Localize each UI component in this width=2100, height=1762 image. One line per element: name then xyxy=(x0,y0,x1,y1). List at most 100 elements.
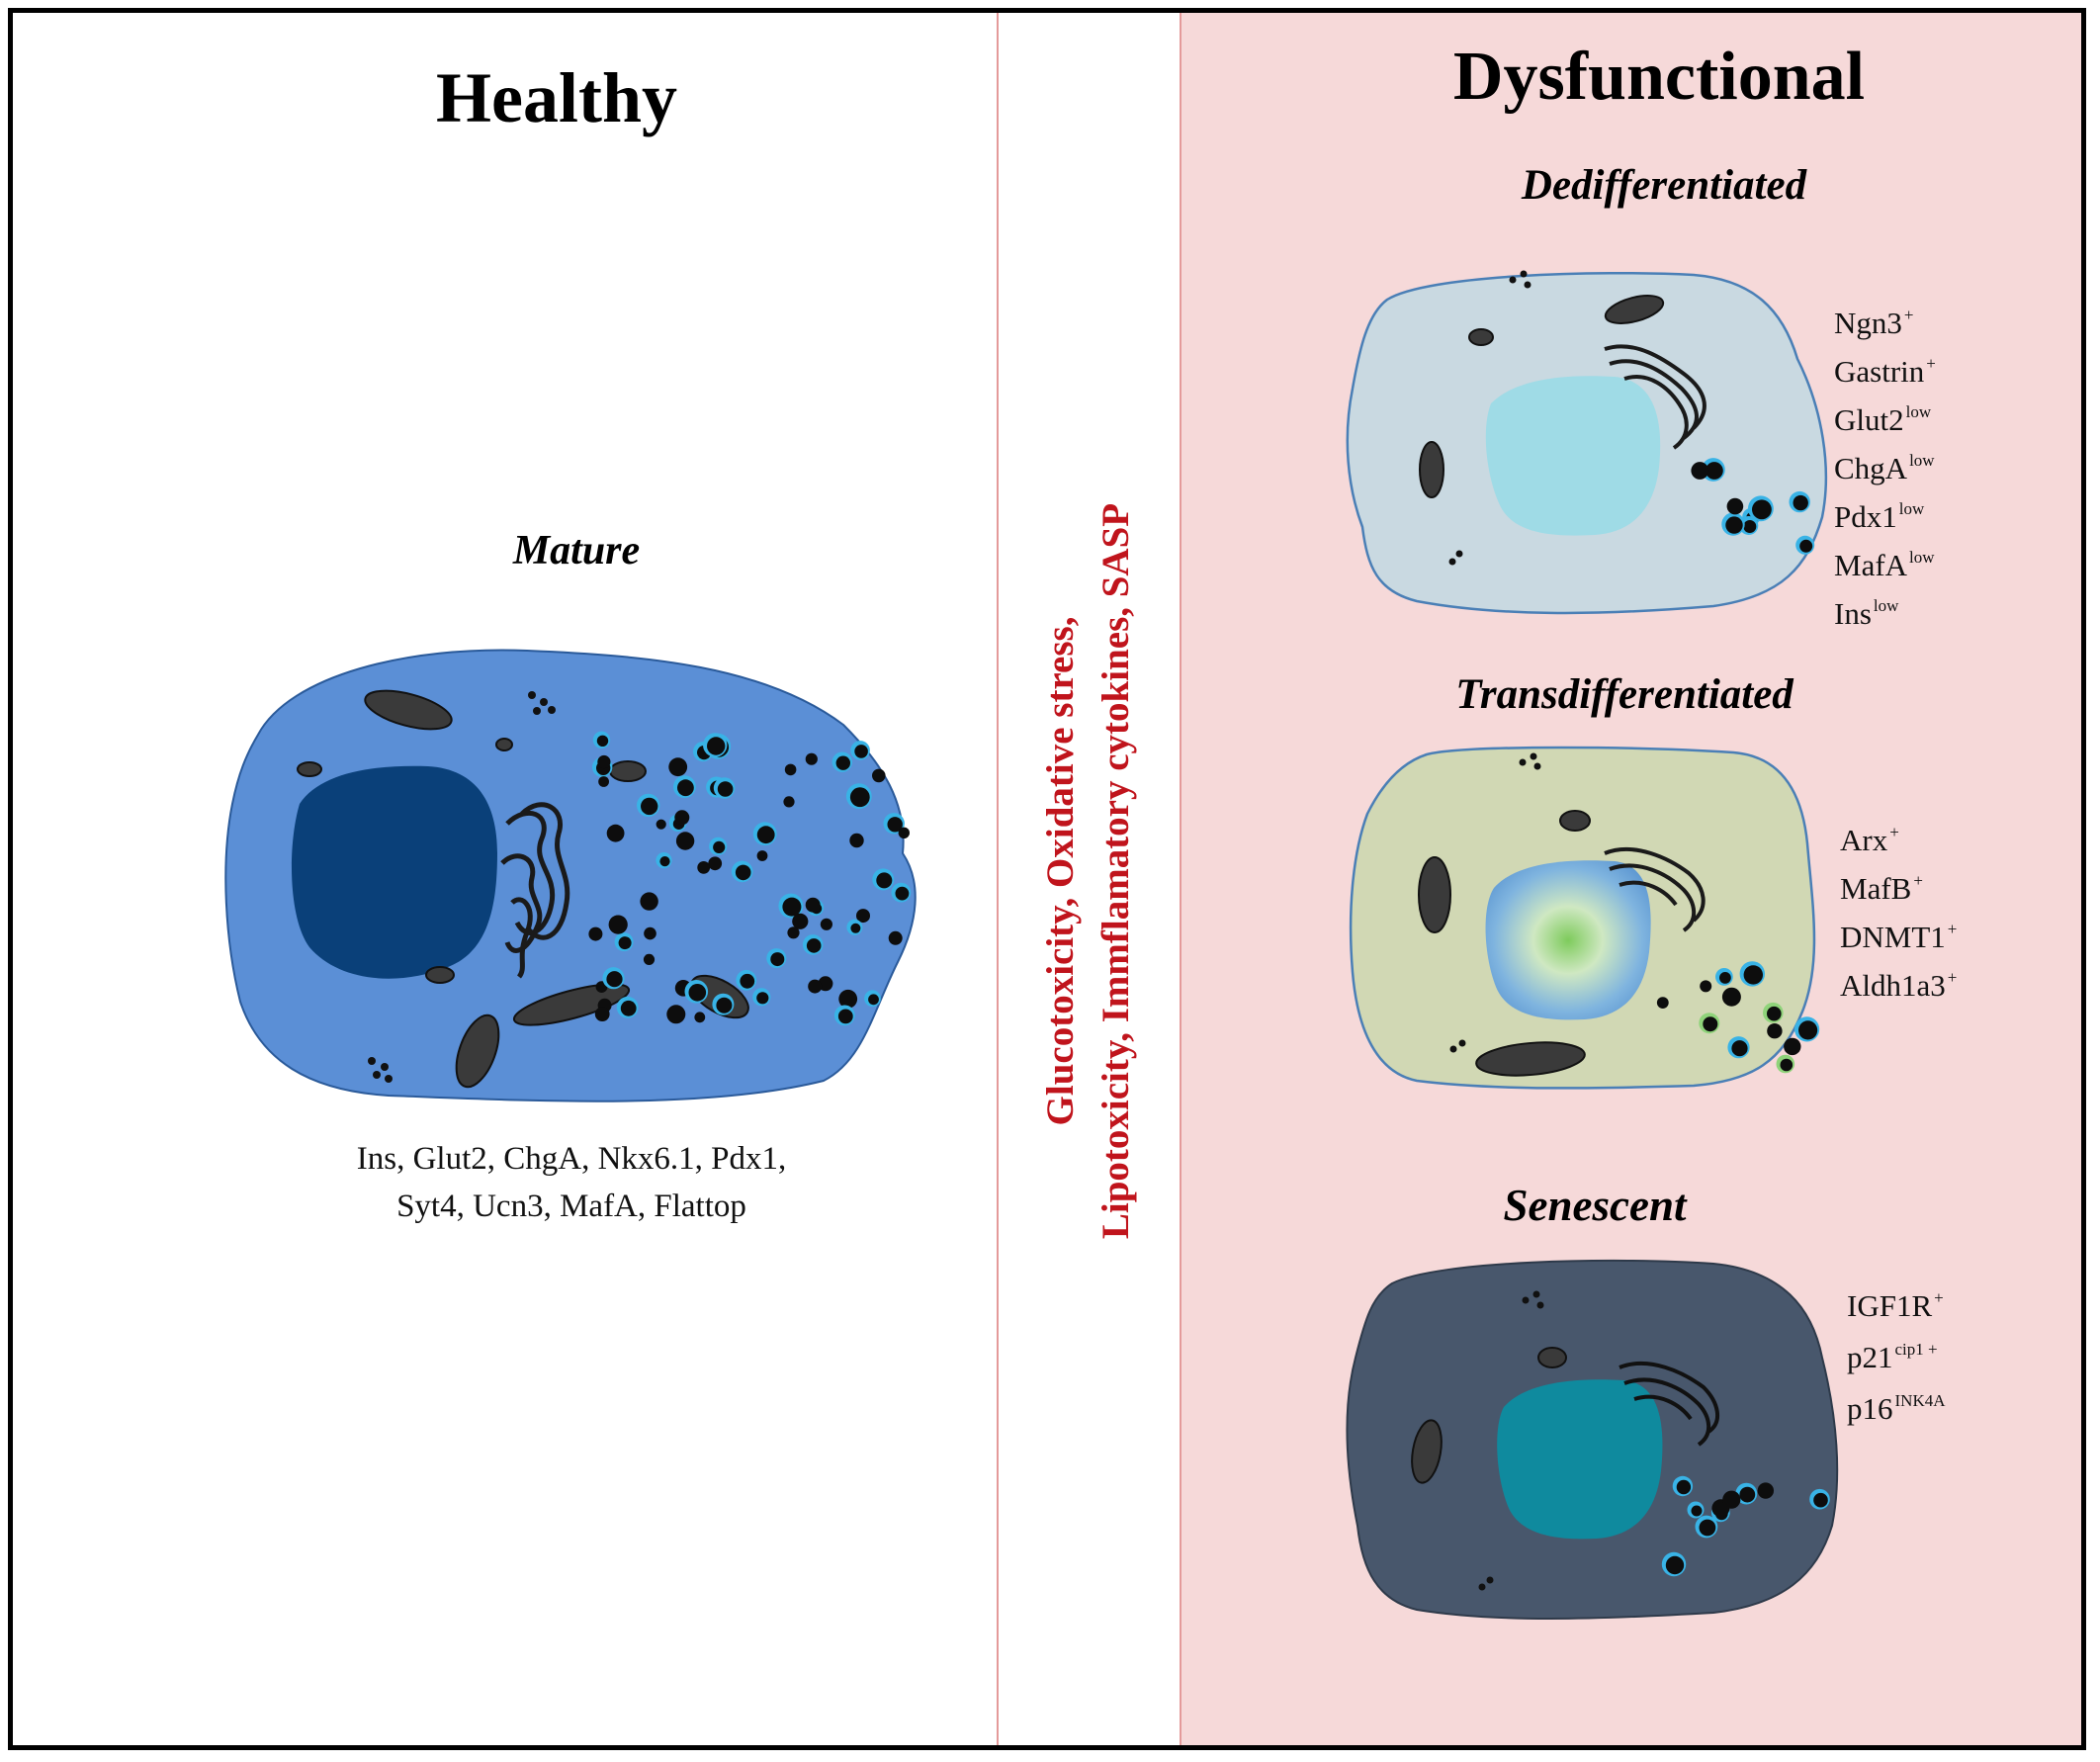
granule xyxy=(1743,965,1764,985)
senescent-nucleus xyxy=(1497,1379,1663,1540)
granule xyxy=(643,953,656,966)
granule xyxy=(606,824,625,842)
granule xyxy=(1719,972,1731,984)
granule xyxy=(806,938,822,953)
granule xyxy=(787,926,800,939)
dedifferentiated-mitochondria xyxy=(1419,295,1665,498)
granule xyxy=(644,926,656,940)
granule xyxy=(782,897,802,917)
granule xyxy=(849,787,870,808)
granule xyxy=(1757,1482,1775,1499)
granule xyxy=(1767,1023,1783,1039)
granule xyxy=(641,797,658,816)
granule xyxy=(835,755,850,770)
granule xyxy=(1700,980,1712,993)
granule xyxy=(666,1005,686,1024)
granule xyxy=(735,864,751,881)
granule xyxy=(1665,1555,1685,1575)
granule xyxy=(849,833,864,848)
marker-dnmt1: DNMT1+ xyxy=(1840,920,1958,954)
granule xyxy=(713,840,726,854)
granule xyxy=(805,897,821,913)
granule xyxy=(1676,1479,1692,1495)
granule xyxy=(1793,494,1808,511)
granule xyxy=(697,861,711,874)
granule xyxy=(674,810,690,826)
granule xyxy=(1798,1020,1818,1040)
granule xyxy=(770,952,785,967)
dedifferentiated-small-vesicles xyxy=(1448,270,1531,566)
granule xyxy=(659,856,670,867)
granule xyxy=(820,918,833,930)
granule xyxy=(838,989,858,1009)
granule xyxy=(740,973,755,989)
senescent-golgi xyxy=(1619,1362,1719,1447)
granule xyxy=(1813,1492,1828,1508)
mature-marker-list: Ins, Glut2, ChgA, Nkx6.1, Pdx1, Syt4, Uc… xyxy=(211,1135,932,1230)
granule xyxy=(588,926,603,941)
stress-line-1: Glucotoxicity, Oxidative stress, xyxy=(1039,616,1082,1126)
marker-igf1r: IGF1R+ xyxy=(1847,1288,1944,1323)
granule xyxy=(1767,1006,1782,1021)
granule xyxy=(1706,462,1723,480)
granule xyxy=(1703,1016,1718,1032)
dysfunctional-heading: Dysfunctional xyxy=(1452,39,1866,115)
cell-illustrations xyxy=(224,270,1839,1620)
granule xyxy=(1799,539,1813,553)
granule xyxy=(1656,997,1669,1009)
granule xyxy=(1691,462,1709,480)
granule xyxy=(837,1009,853,1024)
granule xyxy=(608,915,628,934)
granule xyxy=(708,856,723,871)
granule xyxy=(1722,1490,1741,1509)
granule xyxy=(756,992,769,1005)
granule xyxy=(640,892,658,911)
dedifferentiated-subheading: Dedifferentiated xyxy=(1521,162,1807,209)
granule xyxy=(1731,1040,1748,1057)
mature-nucleus xyxy=(291,765,497,979)
granule xyxy=(716,997,733,1013)
stress-line-2: Lipotoxicity, Immflamatory cytokines, SA… xyxy=(1094,502,1137,1240)
granule xyxy=(596,735,609,747)
granule xyxy=(895,886,910,901)
granule xyxy=(876,872,893,889)
marker-ngn3: Ngn3+ xyxy=(1834,306,1914,340)
granule xyxy=(1691,1505,1703,1517)
transdifferentiated-golgi xyxy=(1604,847,1706,932)
granule xyxy=(784,763,797,776)
granule xyxy=(594,1007,610,1021)
granule xyxy=(597,754,611,769)
granule xyxy=(850,923,861,933)
dedifferentiated-nucleus xyxy=(1485,376,1661,536)
granule xyxy=(1752,499,1772,520)
healthy-heading: Healthy xyxy=(436,58,677,137)
marker-mafb: MafB+ xyxy=(1840,871,1923,906)
granule xyxy=(656,819,666,830)
granule xyxy=(618,936,632,950)
transdifferentiated-nucleus xyxy=(1485,860,1651,1020)
transdifferentiated-small-vesicles xyxy=(1449,752,1541,1053)
granule xyxy=(688,984,707,1002)
senescent-small-vesicles xyxy=(1478,1290,1544,1591)
granule xyxy=(792,913,809,929)
granule xyxy=(783,796,795,808)
granule xyxy=(1739,1486,1756,1503)
granule xyxy=(868,994,879,1006)
granule xyxy=(1780,1058,1794,1072)
granule xyxy=(854,745,868,758)
senescent-granules xyxy=(1661,1475,1830,1577)
granule xyxy=(1725,516,1743,534)
senescent-subheading: Senescent xyxy=(1503,1181,1687,1230)
mature-golgi xyxy=(500,802,570,979)
granule xyxy=(675,832,695,850)
granule xyxy=(856,909,870,924)
granule xyxy=(808,979,823,994)
granule xyxy=(598,776,609,787)
granule xyxy=(668,757,688,777)
granule xyxy=(818,976,833,992)
